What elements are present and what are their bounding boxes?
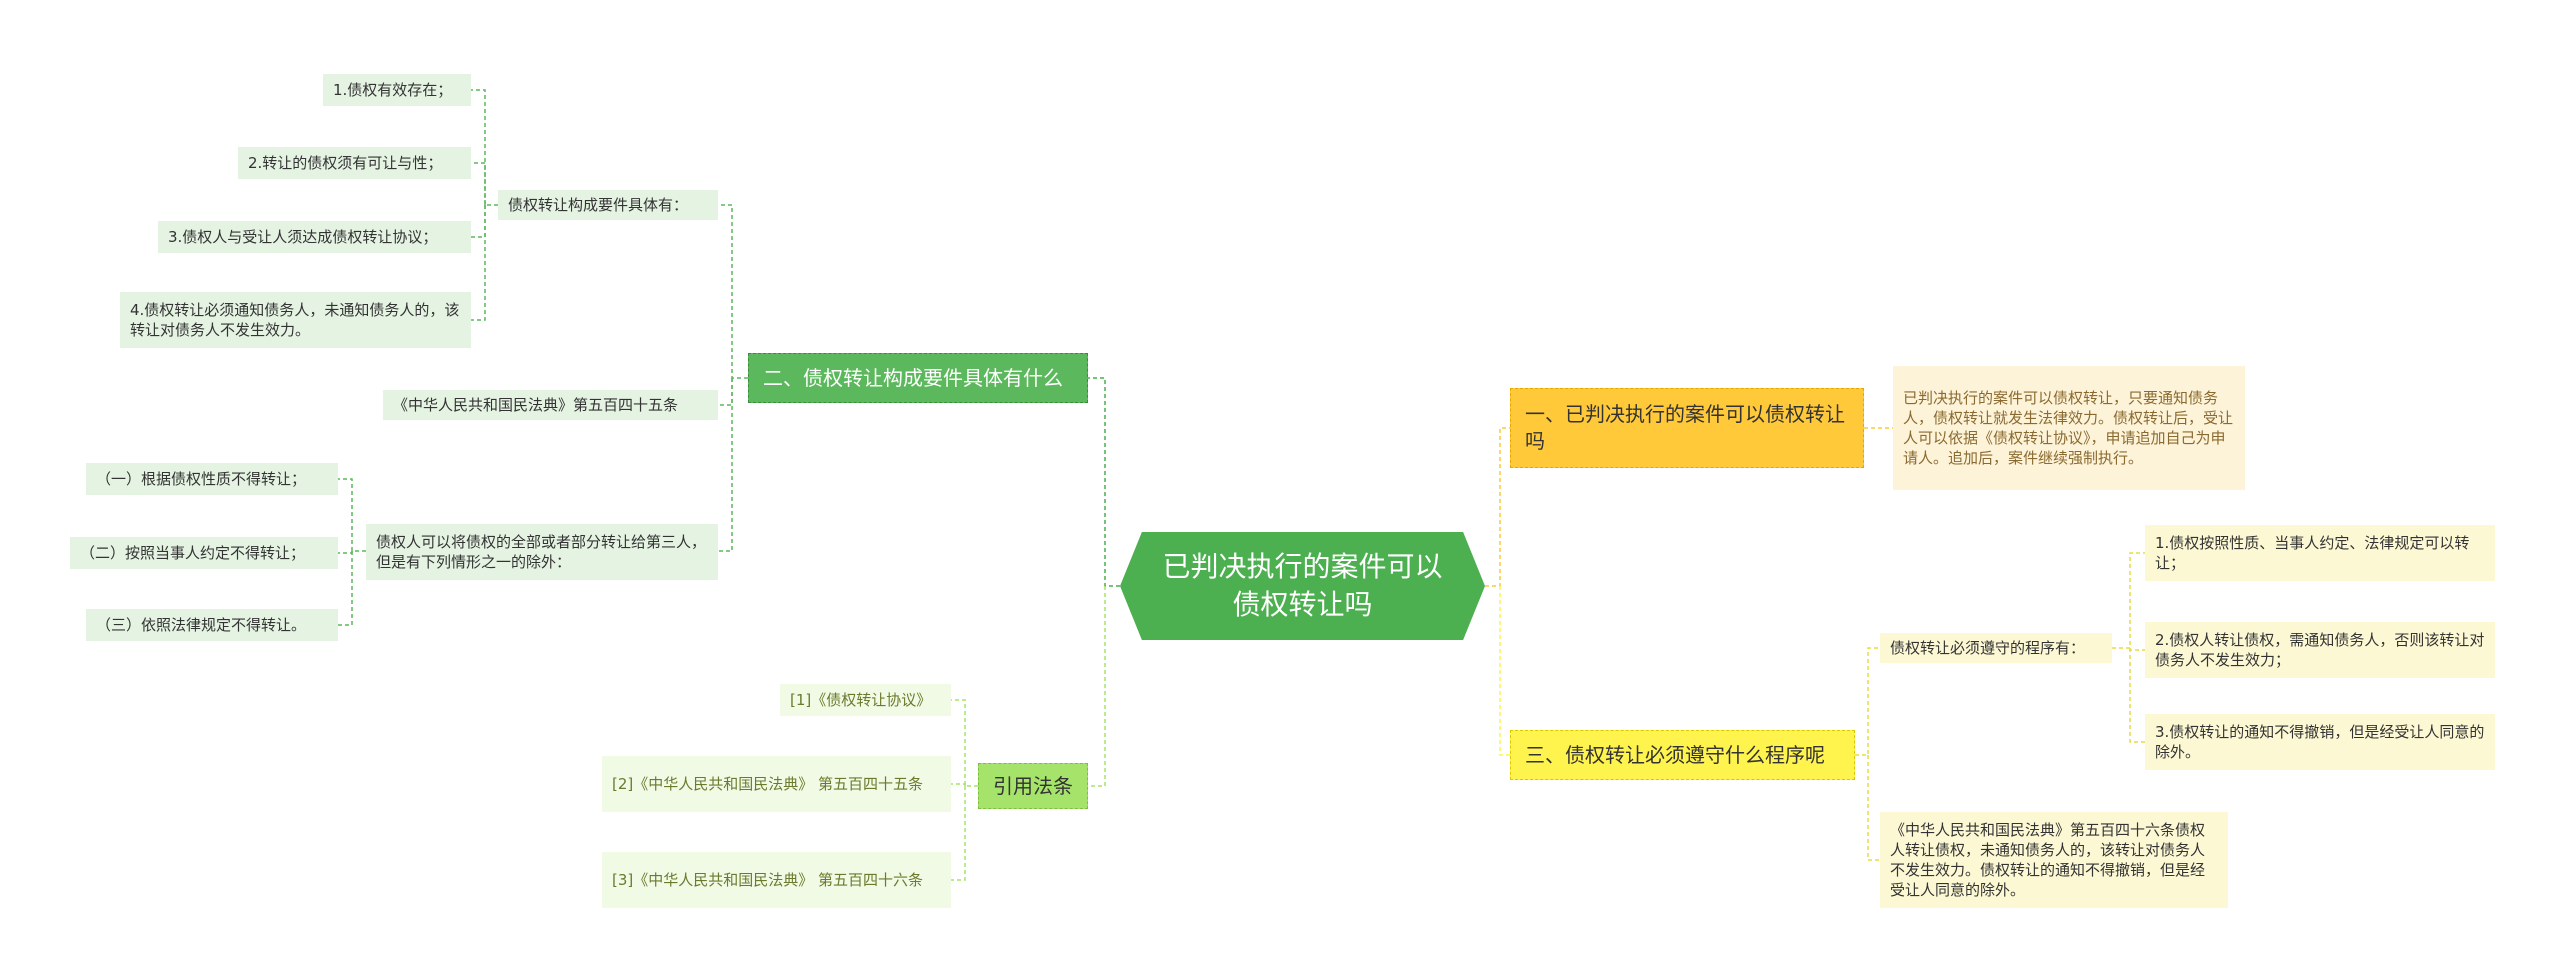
exceptions-heading[interactable]: 债权人可以将债权的全部或者部分转让给第三人，但是有下列情形之一的除外： (366, 524, 718, 580)
procedure-item[interactable]: 1.债权按照性质、当事人约定、法律规定可以转让； (2145, 525, 2495, 581)
branch-can-transfer-label: 一、已判决执行的案件可以债权转让吗 (1525, 402, 1845, 453)
citation-item[interactable]: [3]《中华人民共和国民法典》 第五百四十六条 (602, 852, 951, 908)
exception-item[interactable]: （三）依照法律规定不得转让。 (86, 609, 338, 641)
citation-item[interactable]: [1]《债权转让协议》 (780, 684, 951, 716)
central-topic[interactable]: 已判决执行的案件可以债权转让吗 (1120, 532, 1485, 640)
branch-requirements[interactable]: 二、债权转让构成要件具体有什么 (748, 353, 1088, 403)
requirement-item[interactable]: 4.债权转让必须通知债务人，未通知债务人的，该转让对债务人不发生效力。 (120, 292, 471, 348)
can-transfer-detail[interactable]: 已判决执行的案件可以债权转让，只要通知债务人，债权转让就发生法律效力。债权转让后… (1893, 366, 2245, 490)
citation-item[interactable]: [2]《中华人民共和国民法典》 第五百四十五条 (602, 756, 951, 812)
branch-citations-label: 引用法条 (993, 773, 1073, 798)
exception-item[interactable]: （一）根据债权性质不得转让； (86, 463, 338, 495)
procedure-item[interactable]: 2.债权人转让债权，需通知债务人，否则该转让对债务人不发生效力； (2145, 622, 2495, 678)
central-topic-label: 已判决执行的案件可以债权转让吗 (1162, 550, 1443, 621)
branch-requirements-label: 二、债权转让构成要件具体有什么 (763, 365, 1063, 390)
branch-citations[interactable]: 引用法条 (978, 763, 1088, 809)
procedure-heading[interactable]: 债权转让必须遵守的程序有： (1880, 633, 2112, 663)
requirements-heading[interactable]: 债权转让构成要件具体有： (498, 190, 718, 220)
requirement-item[interactable]: 2.转让的债权须有可让与性； (238, 147, 471, 179)
requirement-item[interactable]: 1.债权有效存在； (323, 74, 471, 106)
branch-procedure[interactable]: 三、债权转让必须遵守什么程序呢 (1510, 730, 1855, 780)
branch-can-transfer[interactable]: 一、已判决执行的案件可以债权转让吗 (1510, 388, 1864, 468)
branch-procedure-label: 三、债权转让必须遵守什么程序呢 (1525, 742, 1825, 767)
exception-item[interactable]: （二）按照当事人约定不得转让； (70, 537, 338, 569)
law-reference-545[interactable]: 《中华人民共和国民法典》第五百四十五条 (383, 390, 718, 420)
requirement-item[interactable]: 3.债权人与受让人须达成债权转让协议； (158, 221, 471, 253)
procedure-item[interactable]: 3.债权转让的通知不得撤销，但是经受让人同意的除外。 (2145, 714, 2495, 770)
law-reference-546[interactable]: 《中华人民共和国民法典》第五百四十六条债权人转让债权，未通知债务人的，该转让对债… (1880, 812, 2228, 908)
